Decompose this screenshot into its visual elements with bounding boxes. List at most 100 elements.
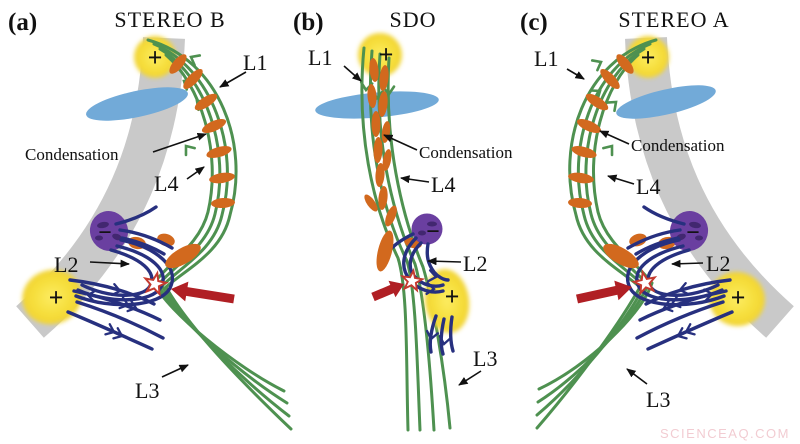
condensation-blobs <box>364 58 422 249</box>
label-arrow-l1 <box>219 71 247 88</box>
panel-title: SDO <box>389 7 436 32</box>
panel-a: (a) STEREO B L1 Condensation L4 L2 L3 + … <box>8 7 293 431</box>
condensation-blob <box>616 54 634 74</box>
loop-stub <box>114 205 158 226</box>
minus-sign: − <box>98 220 112 246</box>
open-blue-line <box>66 310 154 351</box>
label-l4: L4 <box>431 172 455 197</box>
label-l2: L2 <box>463 251 487 276</box>
open-blue-line <box>428 314 438 354</box>
reconnection-arrow <box>171 281 235 304</box>
polarity-patch <box>695 235 703 241</box>
minus-sign: − <box>426 219 440 245</box>
positive-polarity-bottom <box>22 269 82 325</box>
label-l4: L4 <box>154 171 178 196</box>
panel-c: (c) STEREO A L1 Condensation L4 L2 L3 + … <box>520 7 794 430</box>
label-l3: L3 <box>135 378 159 403</box>
label-l1: L1 <box>243 50 267 75</box>
condensation-blob-large <box>376 230 394 272</box>
watermark: SCIENCEAQ.COM <box>660 426 790 441</box>
flow-arrowhead <box>180 141 196 157</box>
plus-sign-top: + <box>641 43 656 72</box>
condensation-blob-large <box>165 243 201 269</box>
panel-tag: (c) <box>520 9 548 36</box>
label-condensation: Condensation <box>419 143 513 162</box>
label-arrow-condensation <box>599 130 630 145</box>
panel-b: (b) SDO L1 Condensation L4 L2 L3 + − + <box>293 7 513 432</box>
label-arrow-l1 <box>343 65 362 82</box>
panel-tag: (a) <box>8 9 37 36</box>
condensation-blob <box>568 172 594 184</box>
condensation-blob <box>209 172 235 184</box>
condensation-blob <box>375 163 385 187</box>
label-arrow-l1 <box>566 68 585 80</box>
label-condensation: Condensation <box>631 136 725 155</box>
label-arrow-l3 <box>458 370 482 386</box>
plus-sign-top: + <box>148 43 163 72</box>
condensation-blob <box>382 149 392 171</box>
label-arrow-l3 <box>626 368 648 385</box>
label-l2: L2 <box>54 252 78 277</box>
field-line <box>360 46 410 432</box>
condensation-blob <box>206 146 232 158</box>
panel-tag: (b) <box>293 9 324 36</box>
loop-stub <box>642 205 686 226</box>
negative-polarity-blob <box>89 211 129 251</box>
loop-l2 <box>425 242 450 282</box>
condensation-blob <box>183 69 203 89</box>
open-blue-line <box>75 300 165 340</box>
positive-polarity-bottom <box>709 271 765 327</box>
reconnection-arrow <box>576 280 632 304</box>
label-l4: L4 <box>636 174 660 199</box>
label-arrow-condensation <box>152 132 207 153</box>
condensation-blob <box>369 58 379 82</box>
panel-c-annotations: (c) STEREO A L1 Condensation L4 L2 L3 + … <box>520 7 745 412</box>
polarity-patch <box>97 221 109 229</box>
loop-stub <box>118 228 174 250</box>
label-l2: L2 <box>706 251 730 276</box>
loop-stub <box>626 228 682 250</box>
minus-sign: − <box>686 220 700 246</box>
label-arrow-l4 <box>186 166 205 180</box>
polarity-patch <box>112 233 122 241</box>
flow-arrowhead <box>605 96 621 113</box>
label-arrow-l3 <box>161 364 189 378</box>
label-l1: L1 <box>534 46 558 71</box>
label-arrow-l2 <box>427 257 462 266</box>
loop-stub <box>634 236 680 256</box>
condensation-blob <box>600 69 620 89</box>
condensation-blob <box>364 194 378 212</box>
condensation-blob <box>201 119 227 133</box>
filament-ellipse <box>86 87 188 121</box>
solar-surface-band <box>625 37 794 338</box>
reconnection-arrow <box>371 280 404 302</box>
label-l3: L3 <box>473 346 497 371</box>
condensation-blob <box>568 197 592 209</box>
condensation-blob <box>585 93 609 111</box>
label-condensation: Condensation <box>25 145 119 164</box>
condensation-blob <box>378 91 388 117</box>
open-blue-line <box>448 315 455 353</box>
condensation-blob <box>211 197 235 209</box>
condensation-blob <box>367 84 377 108</box>
condensation-blob-large <box>603 243 639 269</box>
polarity-patch <box>427 221 437 227</box>
condensation-blob <box>385 205 397 227</box>
label-arrow-l2 <box>89 259 130 268</box>
loop-l2 <box>74 238 174 307</box>
filament-ellipse <box>315 91 439 119</box>
panel-a-annotations: (a) STEREO B L1 Condensation L4 L2 L3 + … <box>8 7 267 403</box>
polarity-patch <box>418 230 426 236</box>
polarity-patch <box>689 221 701 229</box>
negative-polarity-blob <box>411 213 443 245</box>
plus-sign-bottom: + <box>731 283 746 312</box>
condensation-blob <box>371 111 381 137</box>
panel-title: STEREO A <box>618 7 729 32</box>
flow-arrowhead <box>590 55 605 72</box>
condensation-blob <box>194 93 218 111</box>
negative-polarity <box>89 211 129 251</box>
label-arrow-l4 <box>400 175 430 184</box>
panel-title: STEREO B <box>114 7 225 32</box>
